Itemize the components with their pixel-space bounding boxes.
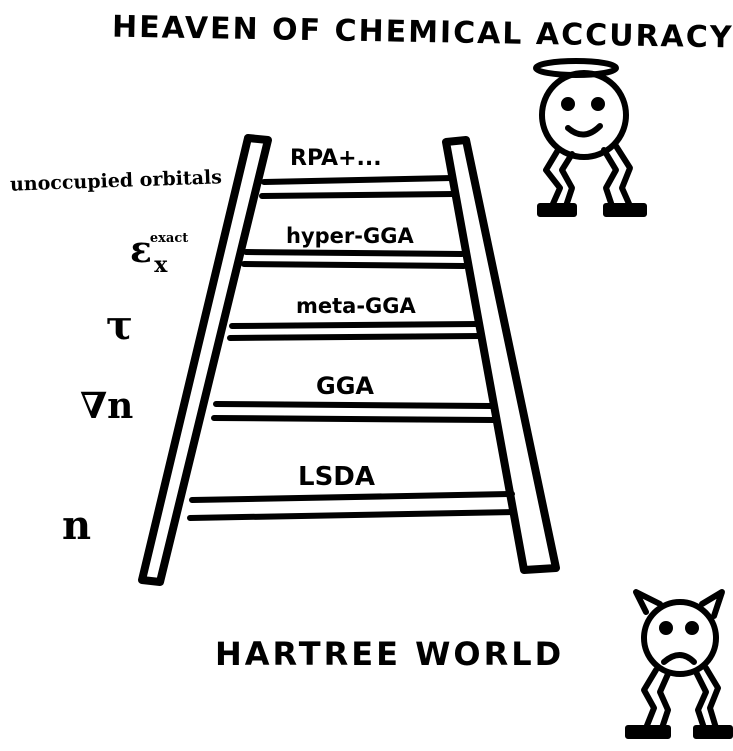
rung-label-hyper-gga: hyper-GGA: [286, 224, 414, 248]
right-horn-icon: [699, 589, 725, 619]
smiley-head: [539, 70, 629, 160]
left-horn-icon: [633, 589, 663, 615]
ladder-right-rail: [442, 136, 560, 574]
ingredient-exact-exchange: εexact x: [130, 229, 188, 278]
frown-head: [641, 599, 719, 677]
ladder-left-rail: [138, 134, 272, 586]
exact-superscript: exact: [149, 231, 189, 246]
horned-frowning-face-character: [625, 589, 733, 739]
rung-2-shape: [241, 249, 467, 269]
ingredient-gradient-n: ∇n: [80, 385, 134, 427]
rung-3-shape: [227, 321, 483, 341]
hartree-world-title: HARTREE WORLD: [215, 635, 565, 673]
halo-smiley-face-character: [533, 58, 647, 217]
rung-label-meta-gga: meta-GGA: [296, 294, 416, 318]
rung-4-shape: [211, 401, 497, 423]
ingredient-tau: τ: [106, 302, 133, 349]
ingredient-n: n: [62, 502, 92, 549]
rung-label-lsda: LSDA: [298, 462, 375, 492]
rung-label-gga: GGA: [316, 372, 374, 400]
x-subscript: x: [154, 252, 168, 278]
epsilon-symbol: ε: [130, 229, 152, 271]
rung-1-shape: [259, 175, 457, 199]
rung-5-shape: [187, 491, 517, 521]
rung-label-rpa: RPA+...: [290, 146, 382, 171]
